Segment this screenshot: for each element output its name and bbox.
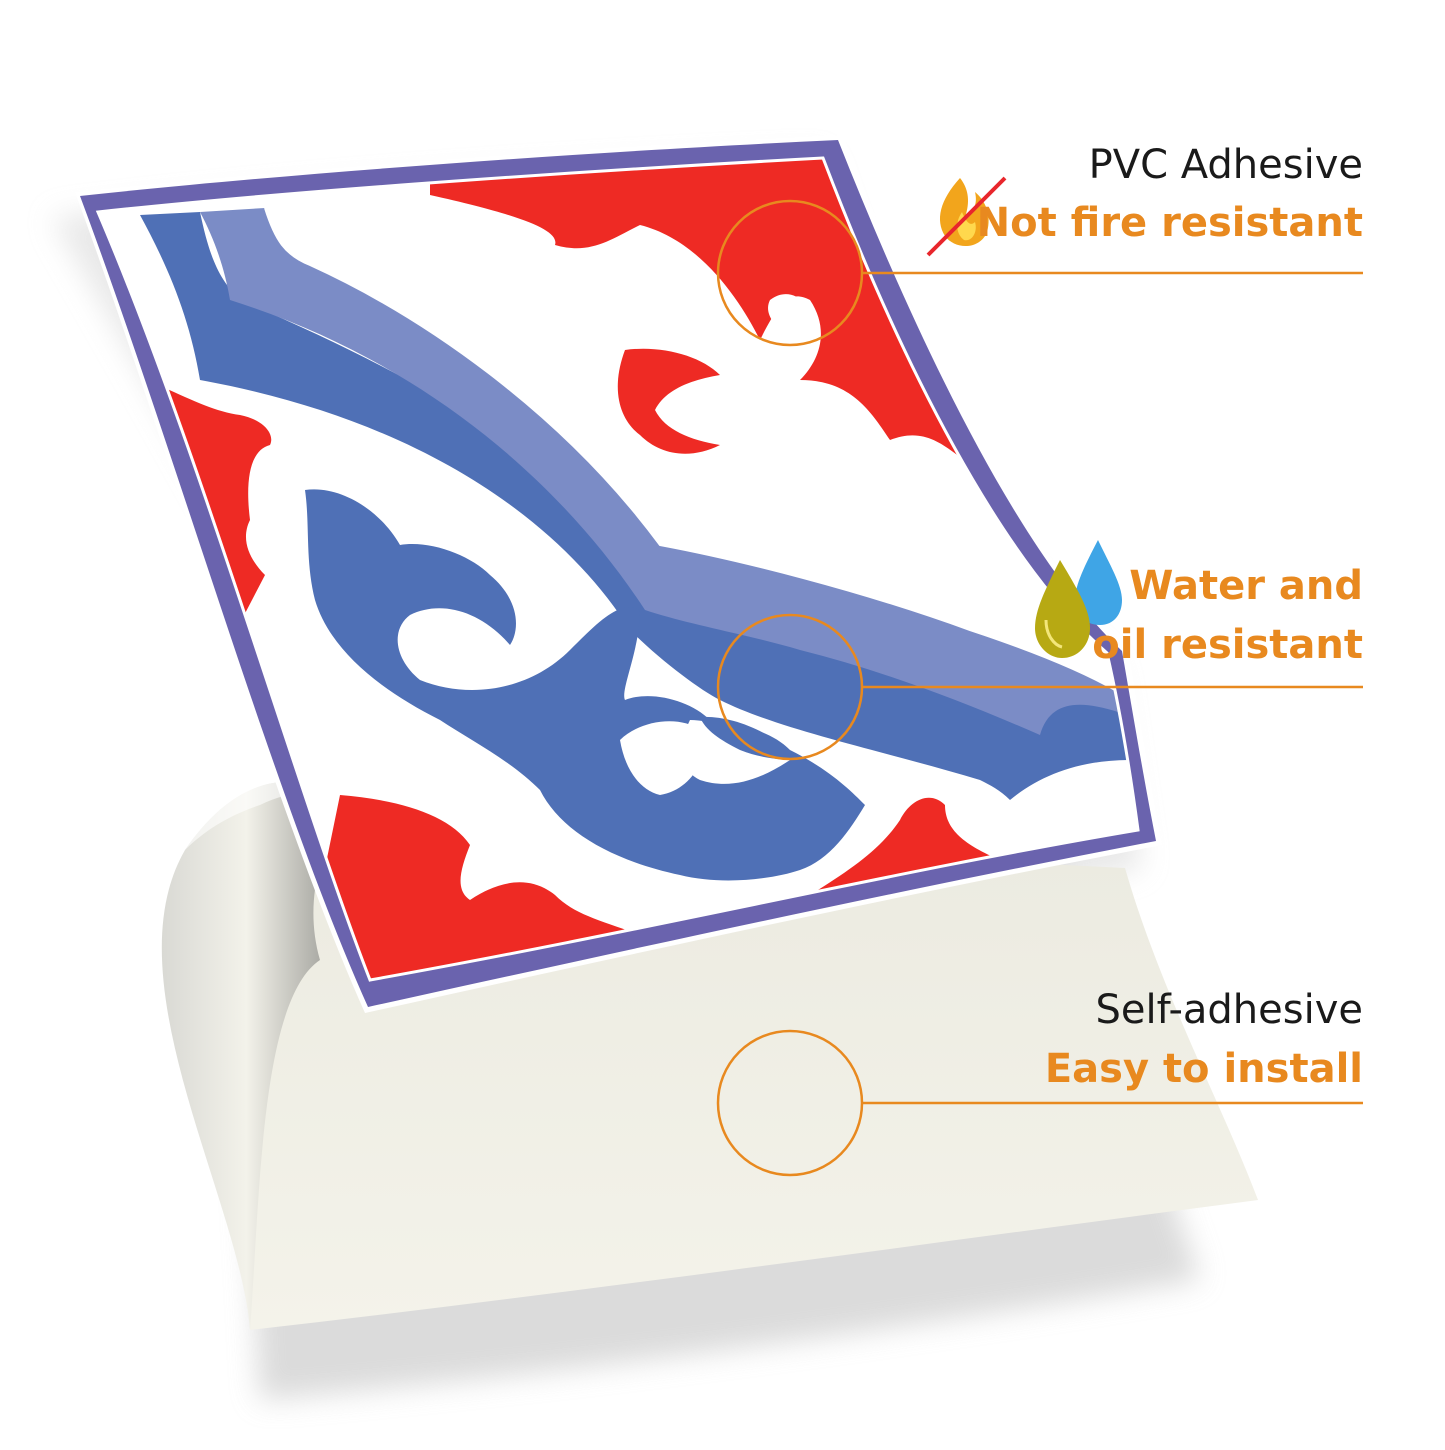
feature-subtitle-water-line2: oil resistant [1092, 622, 1363, 668]
feature-subtitle-water-line1: Water and [1129, 563, 1363, 609]
tile-sticker [75, 135, 1162, 1013]
feature-subtitle-install: Easy to install [1044, 1046, 1363, 1092]
callout-adhesive [716, 1029, 1363, 1177]
feature-title-self-adhesive: Self-adhesive [1095, 987, 1363, 1033]
feature-title-pvc: PVC Adhesive [1088, 142, 1363, 188]
callout-water [716, 613, 1363, 761]
water-oil-drops-icon [1035, 540, 1122, 658]
callout-pvc [716, 199, 1363, 347]
feature-subtitle-fire: Not fire resistant [976, 200, 1363, 246]
crossed-fire-icon [926, 176, 1007, 257]
